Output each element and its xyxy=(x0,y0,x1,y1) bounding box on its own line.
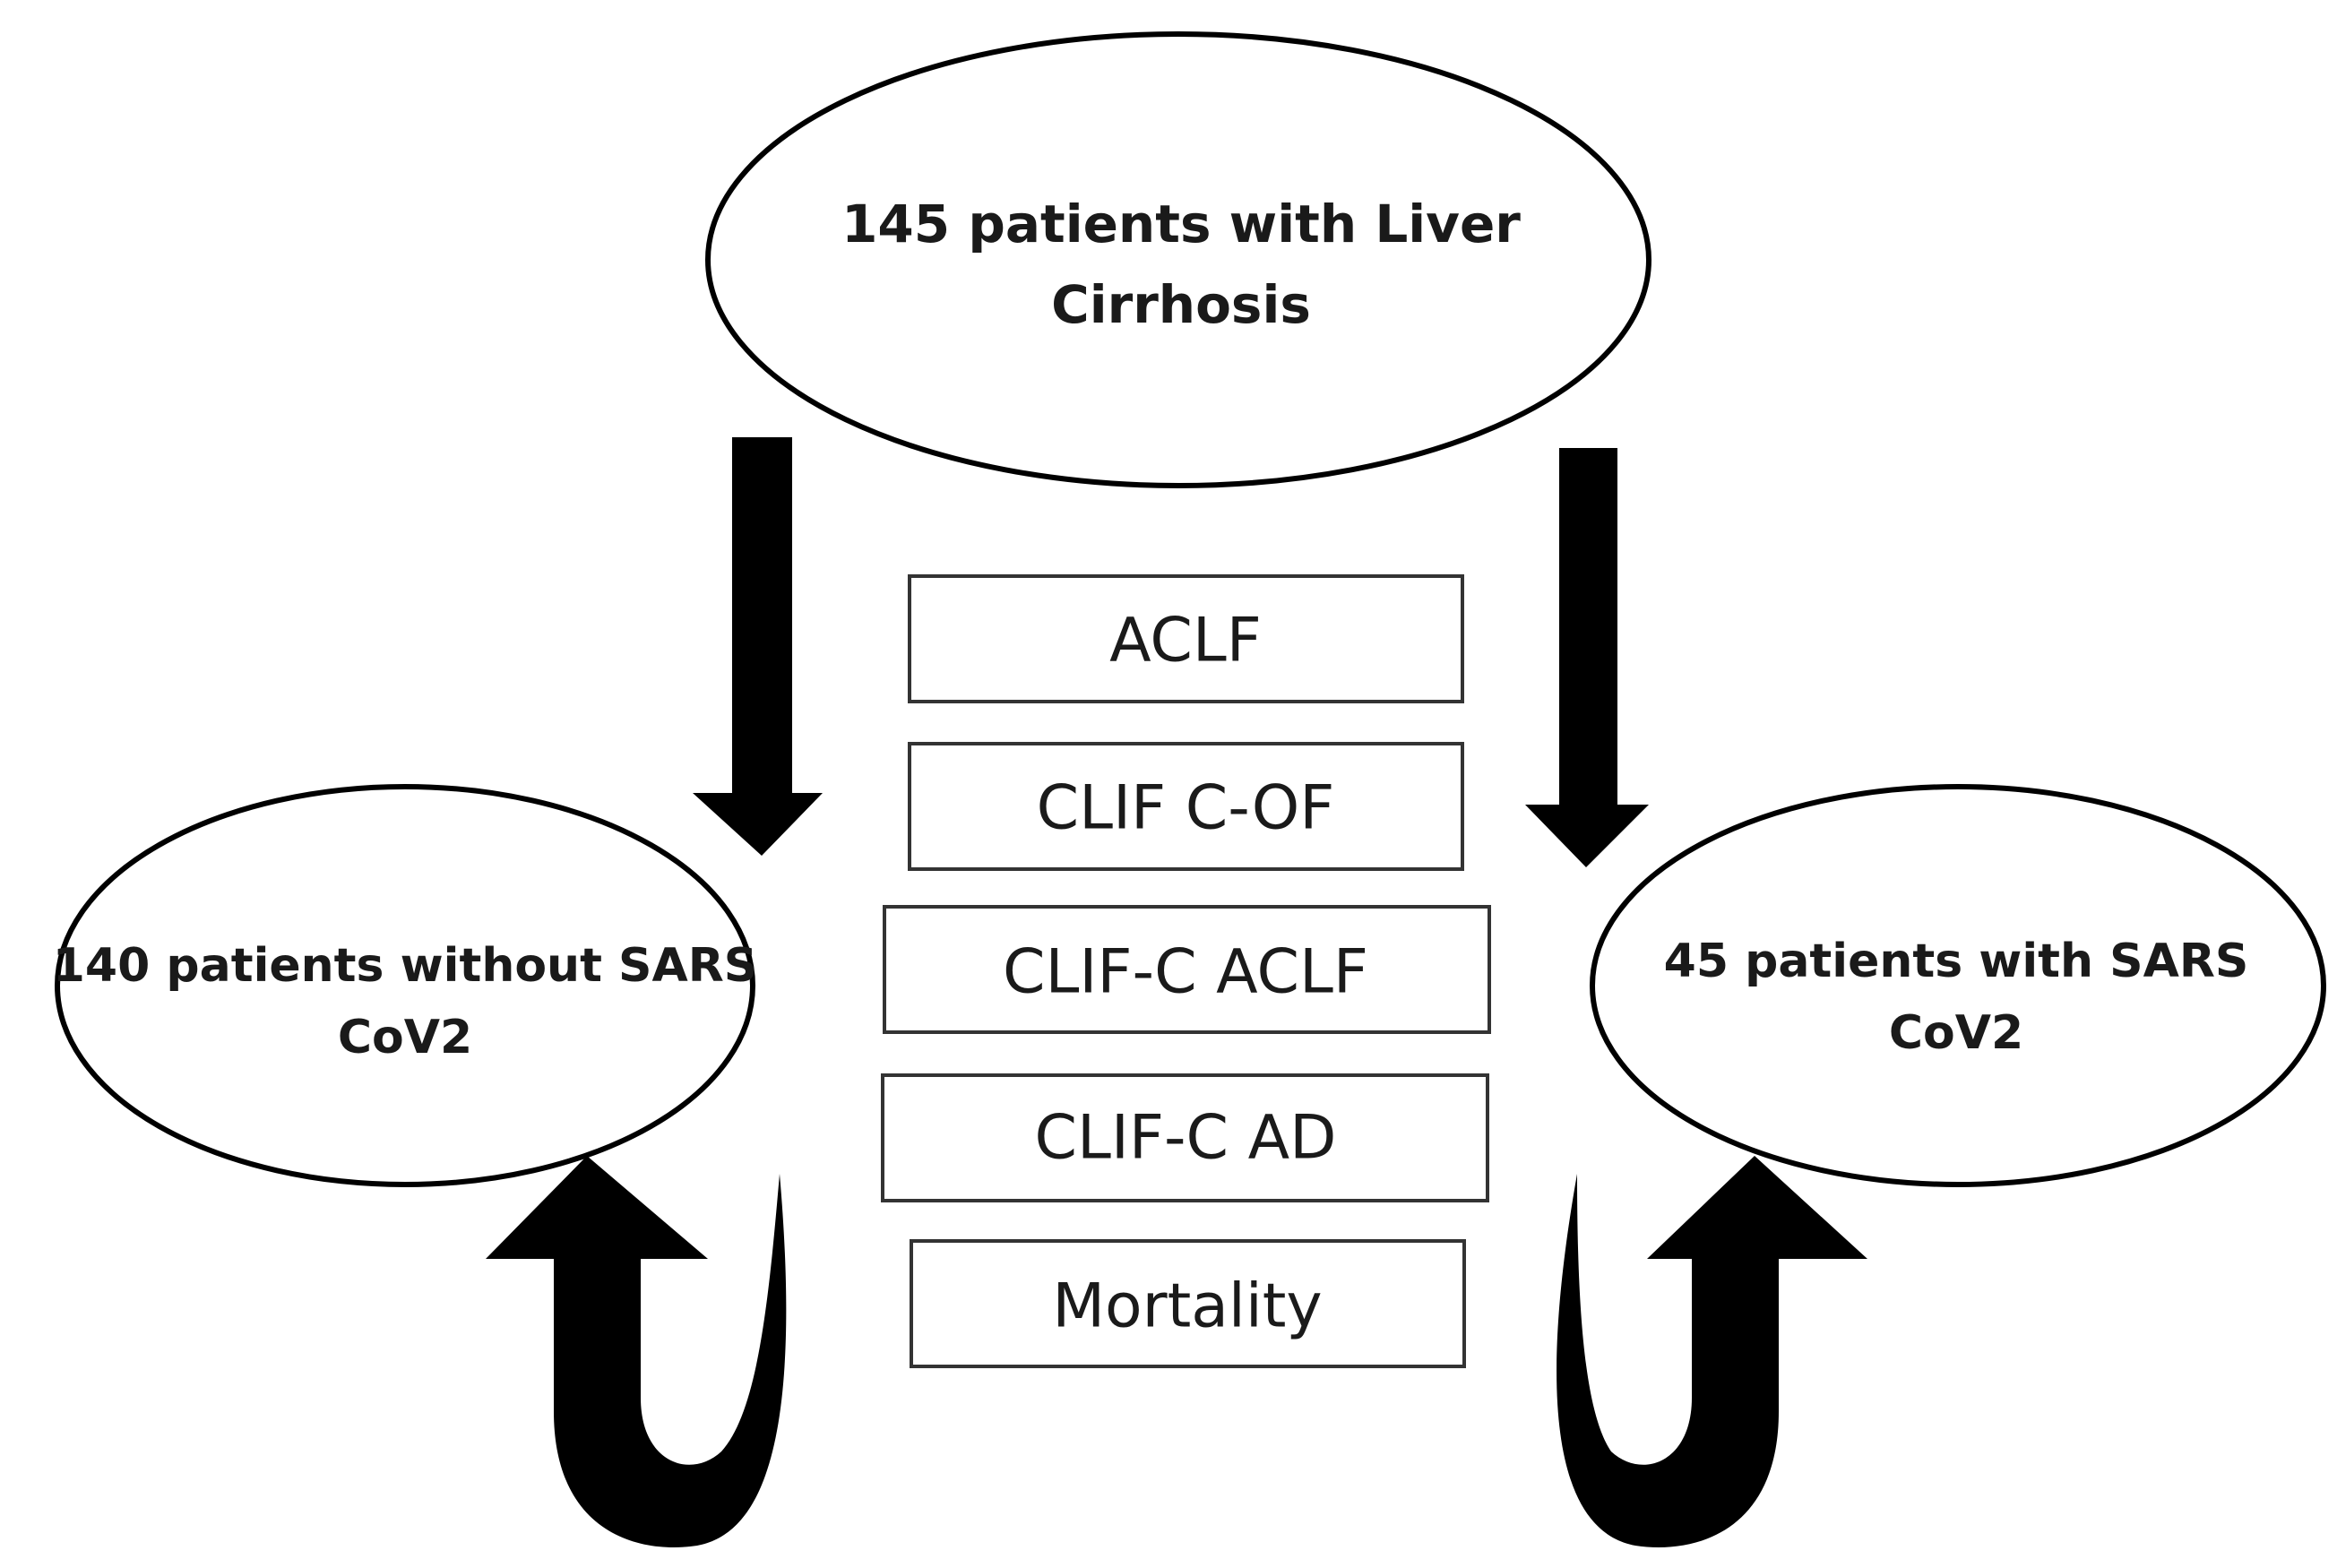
left-uturn-arrow-body xyxy=(554,1174,787,1547)
outcome-label-clif-c-ad: CLIF-C AD xyxy=(1034,1103,1336,1174)
outcome-box-clif-c-ad: CLIF-C AD xyxy=(881,1073,1489,1202)
outcome-box-clif-c-ad-frame xyxy=(881,1073,1489,1202)
right-down-arrow-head xyxy=(1525,805,1649,867)
right-down-arrow-shaft xyxy=(1559,448,1617,806)
top-cohort-label-line2: Cirrhosis xyxy=(1051,274,1311,335)
right-down-arrow xyxy=(1525,448,1649,867)
left-down-arrow-shaft xyxy=(732,437,792,796)
outcome-label-mortality: Mortality xyxy=(1052,1271,1322,1342)
right-cohort-node: 45 patients with SARS CoV2 xyxy=(1590,784,2326,1187)
outcome-box-mortality-frame xyxy=(910,1239,1466,1368)
left-down-arrow xyxy=(693,437,823,856)
outcome-box-aclf-frame xyxy=(908,574,1464,703)
outcome-box-clif-c-aclf-frame xyxy=(883,905,1491,1034)
outcome-box-clif-c-of-frame xyxy=(908,742,1464,871)
right-cohort-label-line2: CoV2 xyxy=(1889,1006,2023,1060)
outcome-box-clif-c-of: CLIF C-OF xyxy=(908,742,1464,871)
left-cohort-label-line2: CoV2 xyxy=(338,1011,472,1064)
left-uturn-arrow xyxy=(486,1156,787,1547)
outcome-box-clif-c-aclf: CLIF-C ACLF xyxy=(883,905,1491,1034)
top-cohort-ellipse xyxy=(705,31,1651,488)
top-cohort-node: 145 patients with Liver Cirrhosis xyxy=(705,31,1651,488)
left-down-arrow-head xyxy=(693,793,823,856)
top-cohort-label-line1: 145 patients with Liver xyxy=(841,194,1521,254)
right-uturn-arrow-head xyxy=(1647,1156,1867,1259)
right-cohort-label-line1: 45 patients with SARS xyxy=(1664,935,2249,988)
left-cohort-ellipse xyxy=(55,784,755,1187)
right-cohort-ellipse xyxy=(1590,784,2326,1187)
outcome-label-clif-c-aclf: CLIF-C ACLF xyxy=(1003,937,1368,1008)
outcome-box-aclf: ACLF xyxy=(908,574,1464,703)
left-uturn-arrow-head xyxy=(486,1156,708,1259)
outcome-label-aclf: ACLF xyxy=(1109,606,1262,676)
outcome-label-clif-c-of: CLIF C-OF xyxy=(1037,773,1335,844)
left-cohort-label-line1: 140 patients without SARS xyxy=(53,939,757,993)
right-uturn-arrow-body xyxy=(1557,1174,1779,1547)
left-cohort-node: 140 patients without SARS CoV2 xyxy=(53,784,757,1187)
outcome-box-mortality: Mortality xyxy=(910,1239,1466,1368)
right-uturn-arrow xyxy=(1557,1156,1867,1547)
